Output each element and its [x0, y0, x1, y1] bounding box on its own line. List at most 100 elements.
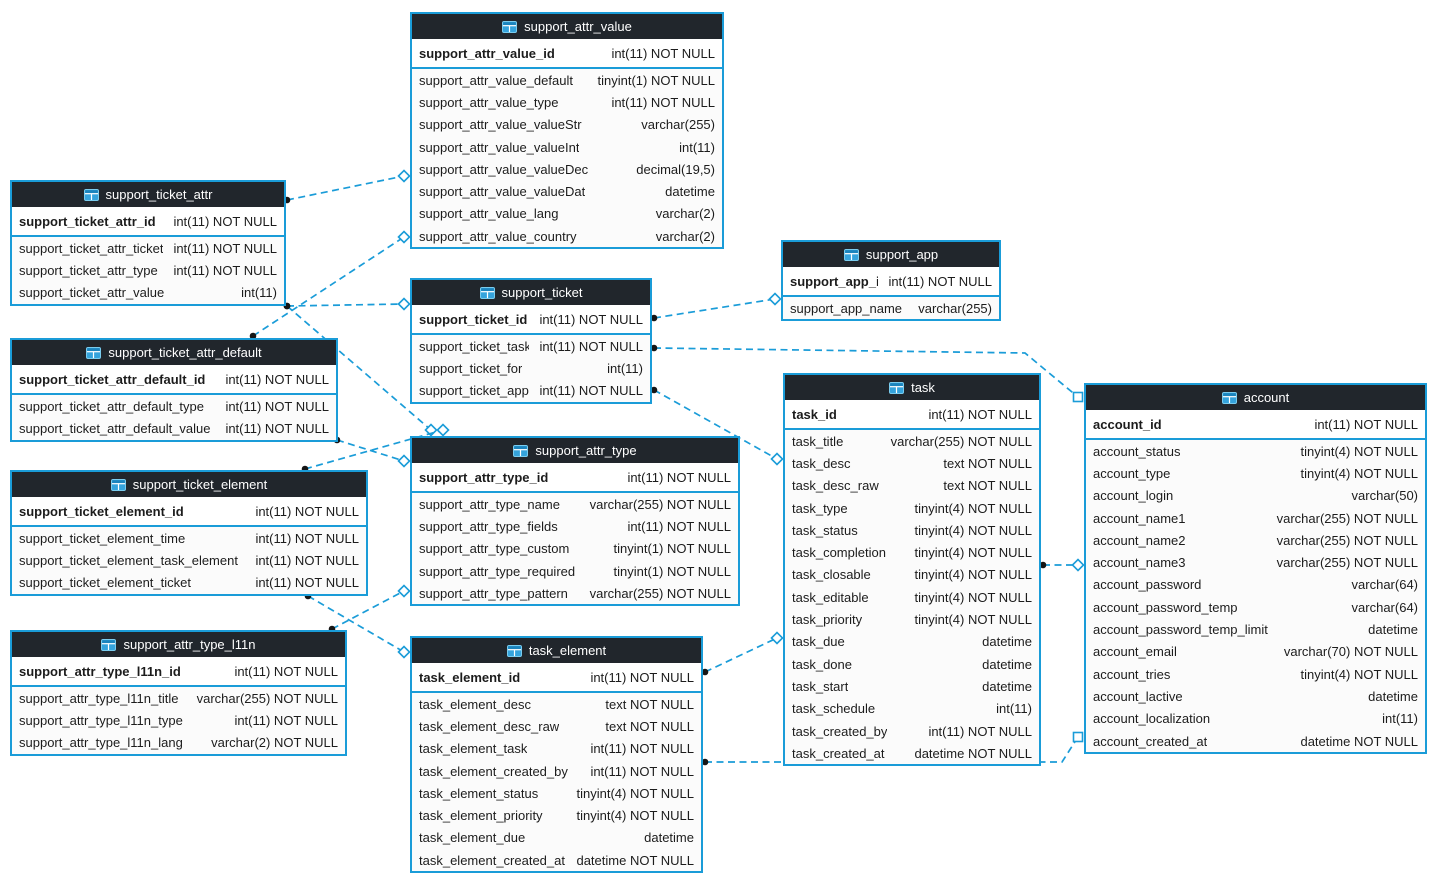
table-header[interactable]: account — [1086, 385, 1425, 410]
relationship-support_ticket-to-support_app[interactable] — [653, 298, 776, 319]
relationship-support_ticket_attr-to-support_attr_value[interactable] — [286, 175, 405, 201]
table-header[interactable]: support_ticket_attr_default — [12, 340, 336, 365]
table-header[interactable]: support_ticket_element — [12, 472, 366, 497]
table-header[interactable]: support_app — [783, 242, 999, 267]
table-header[interactable]: task_element — [412, 638, 701, 663]
table-header[interactable]: support_ticket_attr — [12, 182, 284, 207]
relationship-support_ticket_attr-to-support_ticket[interactable] — [286, 303, 405, 307]
relationship-support_ticket_attr_default-to-support_attr_value[interactable] — [252, 236, 405, 337]
table-header[interactable]: support_ticket — [412, 280, 650, 305]
table-header[interactable]: support_attr_type_l11n — [12, 632, 345, 657]
table-header[interactable]: task — [785, 375, 1039, 400]
table-header[interactable]: support_attr_value — [412, 14, 722, 39]
relationship-support_ticket-to-task[interactable] — [653, 389, 778, 460]
table-header[interactable]: support_attr_type — [412, 438, 738, 463]
relationship-support_ticket_attr-to-support_attr_type[interactable] — [286, 305, 432, 431]
relationship-support_ticket_element-to-task_element[interactable] — [307, 595, 405, 653]
relationship-support_ticket-to-account[interactable] — [653, 347, 1079, 398]
relationship-support_ticket_attr_default-to-support_attr_type[interactable] — [336, 439, 405, 462]
relationship-task_element-to-task[interactable] — [704, 637, 778, 673]
relationship-support_attr_type_l11n-to-support_attr_type[interactable] — [331, 590, 405, 630]
